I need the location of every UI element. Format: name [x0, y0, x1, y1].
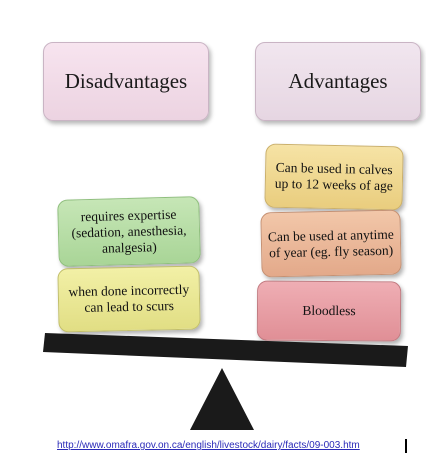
text-cursor [405, 439, 407, 453]
balance-beam [43, 333, 408, 367]
disadvantages-header-label: Disadvantages [64, 69, 188, 93]
advantages-header: Advantages [255, 42, 421, 121]
balance-fulcrum [190, 368, 254, 430]
source-link[interactable]: http://www.omafra.gov.on.ca/english/live… [57, 440, 360, 451]
disadvantages-header: Disadvantages [43, 42, 209, 121]
advantages-header-label: Advantages [288, 69, 388, 93]
